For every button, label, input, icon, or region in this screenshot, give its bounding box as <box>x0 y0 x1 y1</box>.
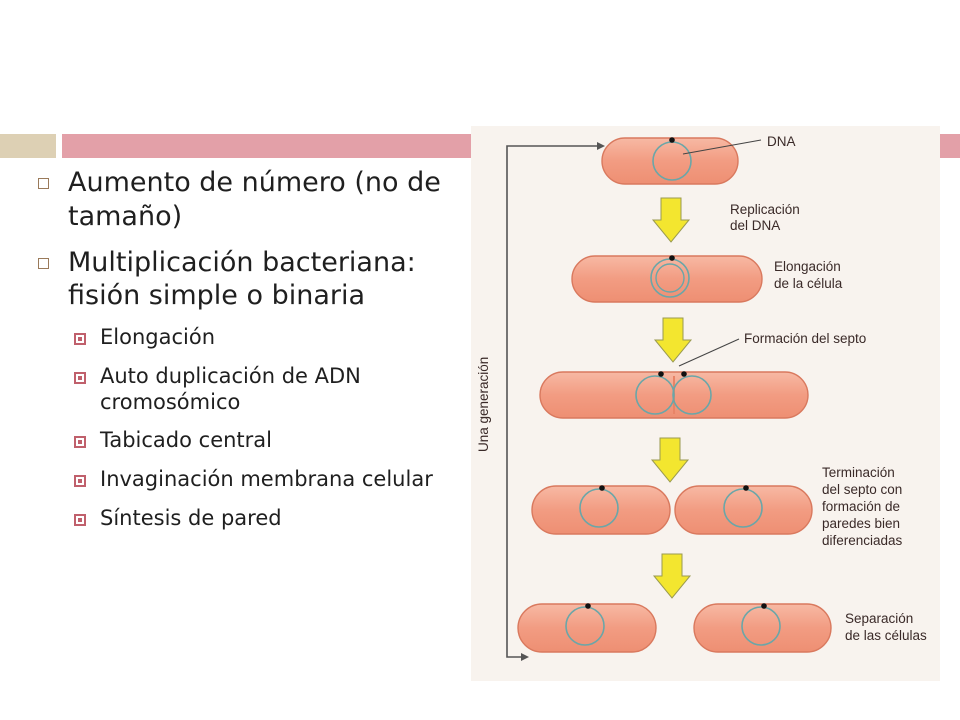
title-bar-right <box>940 134 960 158</box>
filled-square-bullet-icon <box>74 436 86 449</box>
septum-pointer-line <box>678 338 740 367</box>
square-bullet-icon <box>38 178 49 189</box>
label-termination-5: diferenciadas <box>822 533 903 548</box>
bullet-item: Aumento de número (no de tamaño) <box>30 166 470 234</box>
label-septum-formation: Formación del septo <box>744 331 866 346</box>
title-bar-left <box>0 134 56 158</box>
generation-bracket <box>506 142 605 661</box>
binary-fission-diagram: Una generación DNA Replicación del DNA E… <box>471 126 940 681</box>
label-elongation-2: de la célula <box>774 276 843 291</box>
subbullet-item: Síntesis de pared <box>30 506 470 532</box>
subbullet-item: Auto duplicación de ADN cromosómico <box>30 364 470 416</box>
label-elongation-1: Elongación <box>774 259 841 274</box>
diagram-canvas: Una generación DNA Replicación del DNA E… <box>476 134 927 661</box>
subbullet-text: Tabicado central <box>100 428 272 453</box>
filled-square-bullet-icon <box>74 514 86 527</box>
cell-stage-3 <box>539 371 809 419</box>
subbullet-text: Elongación <box>100 325 215 349</box>
generation-label: Una generación <box>476 357 491 452</box>
cell-stage-2 <box>571 255 763 303</box>
bullet-text: Aumento de número (no de tamaño) <box>68 167 441 232</box>
subbullet-item: Invaginación membrana celular <box>30 467 470 493</box>
subbullet-text: Auto duplicación de ADN cromosómico <box>100 363 361 414</box>
subbullet-item: Elongación <box>30 325 470 351</box>
title-bar-middle <box>62 134 472 158</box>
down-arrow-4 <box>652 553 692 599</box>
subbullet-item: Tabicado central <box>30 428 470 454</box>
bullet-item: Multiplicación bacteriana: fisión simple… <box>30 246 470 314</box>
filled-square-bullet-icon <box>74 475 86 488</box>
filled-square-bullet-icon <box>74 333 86 345</box>
label-separation-2: de las células <box>845 628 927 643</box>
subbullet-text: Invaginación membrana celular <box>100 467 433 492</box>
cell-stage-4 <box>531 485 813 535</box>
cell-stage-5 <box>517 603 832 653</box>
cell-stage-1 <box>601 137 762 185</box>
label-termination-2: del septo con <box>822 482 902 497</box>
square-bullet-icon <box>38 257 49 269</box>
label-dna: DNA <box>767 134 796 149</box>
label-replication-1: Replicación <box>730 202 800 217</box>
down-arrow-1 <box>651 197 691 243</box>
label-termination-1: Terminación <box>822 465 895 480</box>
label-termination-4: paredes bien <box>822 516 900 531</box>
down-arrow-3 <box>650 437 690 483</box>
bullet-list: Aumento de número (no de tamaño) Multipl… <box>30 166 470 545</box>
label-termination-3: formación de <box>822 499 900 514</box>
filled-square-bullet-icon <box>74 371 86 384</box>
subbullet-text: Síntesis de pared <box>100 506 282 531</box>
label-separation-1: Separación <box>845 611 913 626</box>
label-replication-2: del DNA <box>730 218 780 233</box>
bullet-text: Multiplicación bacteriana: fisión simple… <box>68 246 416 312</box>
down-arrow-2 <box>653 317 693 363</box>
